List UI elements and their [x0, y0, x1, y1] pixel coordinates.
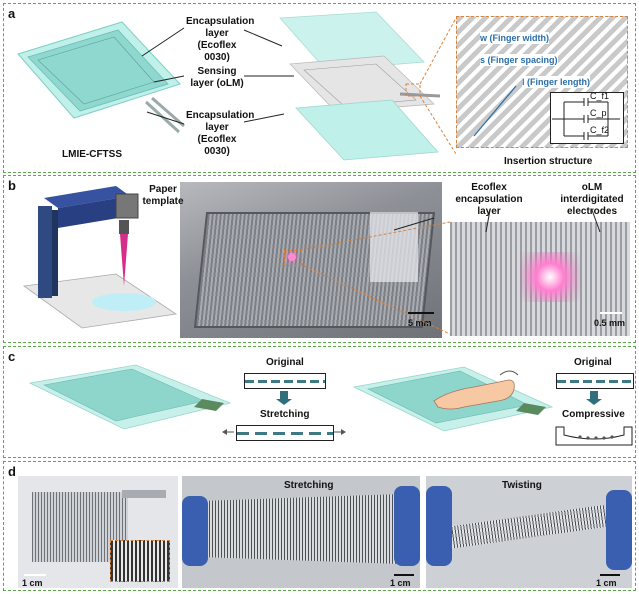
cf2-label: C_f2 — [590, 125, 610, 135]
panel-d: d 1 cm Stretching 1 cm Twisting 1 cm — [3, 461, 636, 591]
finger-length-label: l (Finger length) — [522, 76, 590, 88]
scalebar-05mm — [600, 312, 622, 314]
twisting-photo-label: Twisting — [502, 480, 542, 491]
laser-printer-illustration — [22, 186, 178, 329]
encapsulation-top-label: Encapsulation layer (Ecoflex 0030) — [186, 16, 255, 63]
encapsulation-bottom-label: Encapsulation layer (Ecoflex 0030) — [186, 110, 255, 157]
scalebar-1cm-1-label: 1 cm — [22, 578, 43, 588]
original-left-label: Original — [266, 357, 304, 368]
electrode-zoom-photo — [450, 222, 630, 336]
zoom-callout-lines — [299, 221, 451, 335]
scalebar-1cm-3 — [600, 574, 620, 576]
panel-b: b Paper template 5 mm Ecoflex encapsulat… — [3, 175, 636, 343]
label-leader-lines — [141, 27, 294, 125]
panel-a: a LMIE-CFTSS Encapsulation layer (Ecofle… — [3, 3, 636, 173]
capacitor-circuit-inset — [550, 92, 624, 144]
twisting-photo — [426, 476, 632, 588]
scalebar-1cm-3-label: 1 cm — [596, 578, 617, 588]
panel-c: c Original Stretching Original Compressi… — [3, 346, 636, 458]
compressive-label: Compressive — [562, 409, 625, 420]
paper-template-label: Paper template — [142, 184, 184, 207]
exploded-layers-illustration — [279, 11, 457, 161]
panel-c-label: c — [8, 349, 16, 364]
panel-d-label: d — [8, 464, 16, 479]
scalebar-5mm-label: 5 mm — [408, 318, 432, 328]
original-left-box — [244, 373, 326, 389]
original-right-box — [556, 373, 634, 389]
ecoflex-layer-label: Ecoflex encapsulation layer — [455, 182, 523, 217]
pressing-hand-icon — [433, 370, 519, 410]
finger-width-label: w (Finger width) — [480, 32, 549, 44]
capacitor-circuit — [552, 98, 620, 140]
panel-b-label: b — [8, 178, 16, 193]
stretching-photo — [182, 476, 420, 588]
insertion-structure-label: Insertion structure — [504, 156, 593, 167]
stretch-down-arrow — [276, 391, 292, 405]
photo2-pointer-arrows — [393, 209, 601, 233]
stretching-photo-label: Stretching — [284, 480, 334, 491]
sensor-on-paper-photo — [18, 476, 178, 588]
sensing-layer-label: Sensing layer (oLM) — [190, 66, 244, 89]
scalebar-1cm-1 — [24, 574, 46, 576]
stretching-sheet-illustration — [28, 364, 232, 430]
compressed-box — [555, 426, 633, 446]
stretched-box — [236, 425, 334, 441]
stretching-label: Stretching — [260, 409, 310, 420]
cf1-label: C_f1 — [590, 91, 610, 101]
assembled-device-illustration — [17, 21, 185, 134]
panel-a-label: a — [8, 6, 16, 21]
scalebar-05mm-label: 0.5 mm — [594, 318, 626, 328]
scalebar-5mm — [408, 312, 434, 314]
cp-label: C_p — [590, 108, 607, 118]
scalebar-1cm-2-label: 1 cm — [390, 578, 411, 588]
finger-length-arrow — [473, 85, 517, 137]
finger-spacing-label: s (Finger spacing) — [480, 54, 558, 66]
compress-down-arrow — [586, 391, 602, 405]
device-name-label: LMIE-CFTSS — [62, 149, 122, 160]
stretch-side-arrows — [222, 429, 346, 435]
olm-electrodes-label: oLM interdigitated electrodes — [560, 182, 624, 217]
original-right-label: Original — [574, 357, 612, 368]
paper-template-photo — [180, 182, 442, 338]
scalebar-1cm-2 — [394, 574, 414, 576]
